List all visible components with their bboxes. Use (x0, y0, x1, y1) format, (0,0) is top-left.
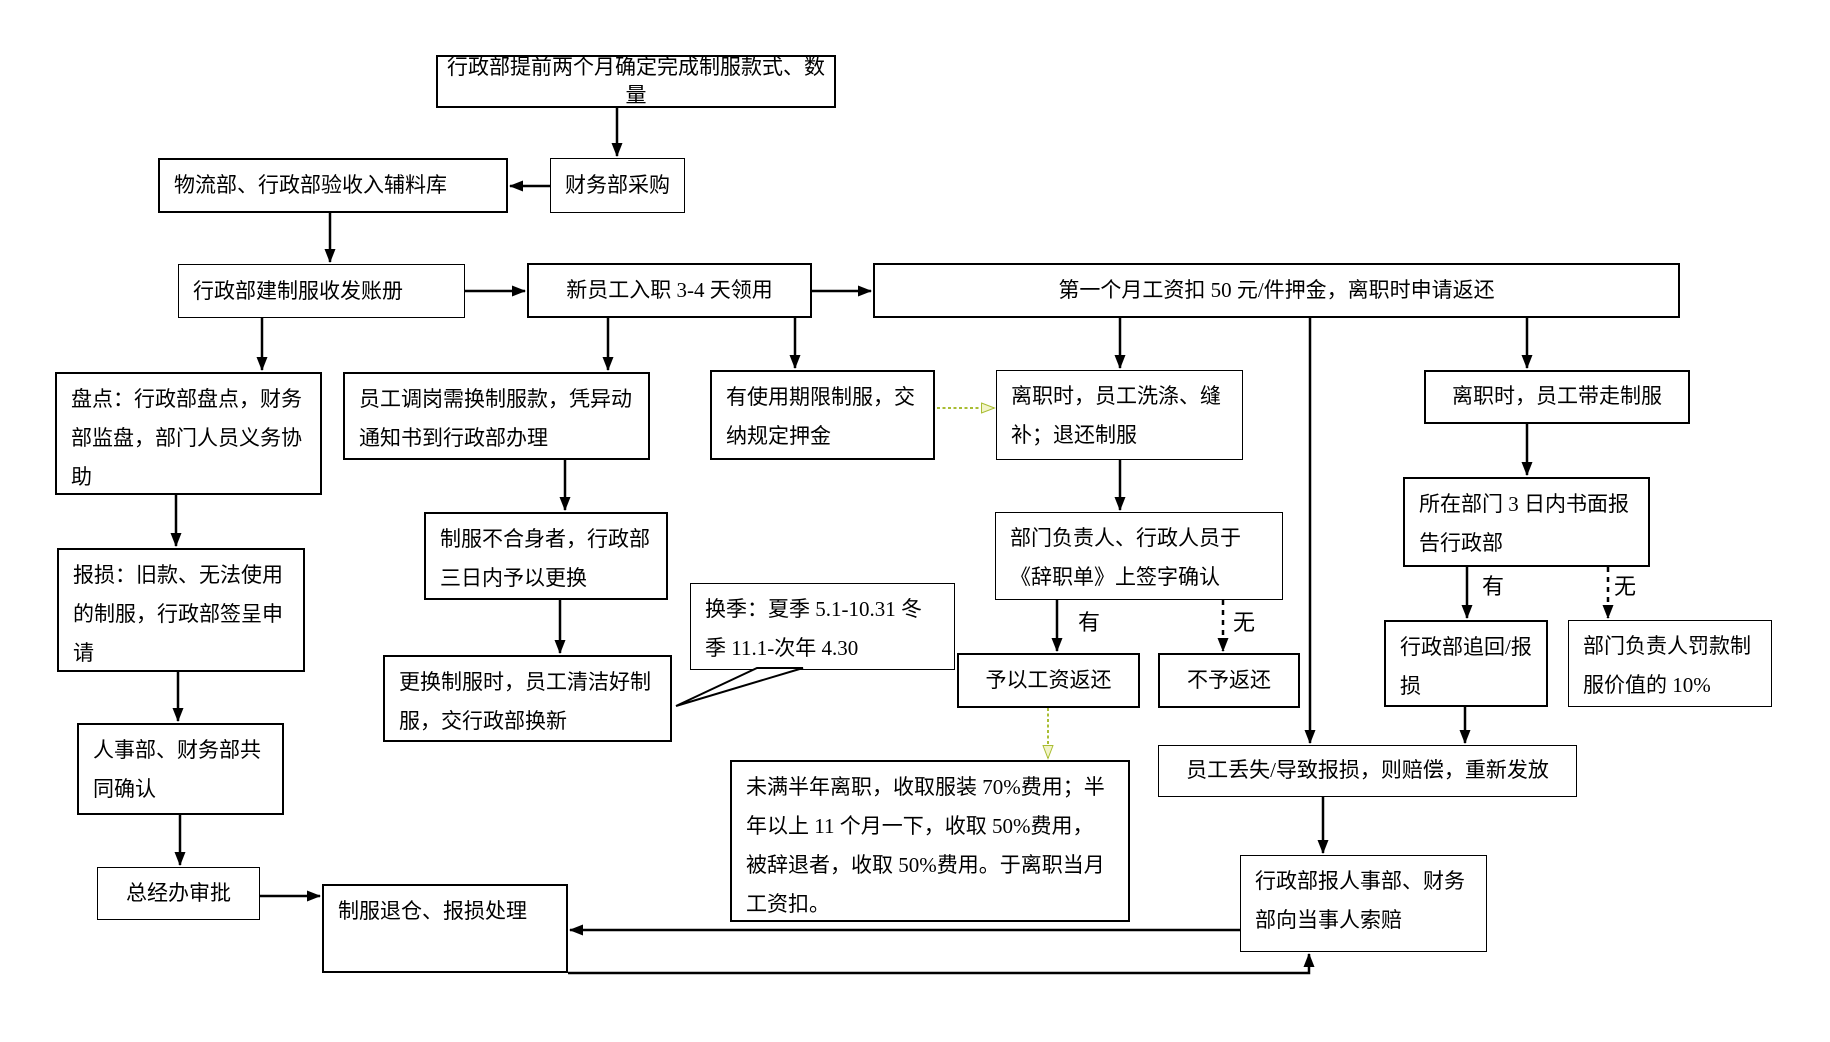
node-unfit: 制服不合身者，行政部三日内予以更换 (424, 512, 668, 600)
node-refund: 予以工资返还 (957, 653, 1140, 708)
node-deposit: 第一个月工资扣 50 元/件押金，离职时申请返还 (873, 263, 1680, 318)
node-limited-term: 有使用期限制服，交纳规定押金 (710, 370, 935, 460)
node-warehouse-in: 物流部、行政部验收入辅料库 (158, 158, 508, 213)
node-sign-confirm: 部门负责人、行政人员于《辞职单》上签字确认 (995, 512, 1283, 600)
node-confirm-style: 行政部提前两个月确定完成制服款式、数量 (436, 55, 836, 108)
node-recover: 行政部追回/报损 (1384, 620, 1548, 707)
node-report-3days: 所在部门 3 日内书面报告行政部 (1403, 477, 1650, 567)
node-lost-compensate: 员工丢失/导致报损，则赔偿，重新发放 (1158, 745, 1577, 797)
node-new-employee: 新员工入职 3-4 天领用 (527, 263, 812, 318)
node-fee-rule: 未满半年离职，收取服装 70%费用；半年以上 11 个月一下，收取 50%费用，… (730, 760, 1130, 922)
node-fine-10: 部门负责人罚款制服价值的 10% (1568, 620, 1772, 707)
node-gm-approve: 总经办审批 (97, 867, 260, 920)
node-ledger: 行政部建制服收发账册 (178, 264, 465, 318)
node-uniform-return: 制服退仓、报损处理 (322, 884, 568, 973)
node-purchase: 财务部采购 (550, 158, 685, 213)
node-damage-report: 报损：旧款、无法使用的制服，行政部签呈申请 (57, 548, 305, 672)
node-resign-wash: 离职时，员工洗涤、缝补；退还制服 (996, 370, 1243, 460)
branch-label-sign-yes: 有 (1078, 610, 1101, 635)
node-transfer: 员工调岗需换制服款，凭异动通知书到行政部办理 (343, 372, 650, 460)
branch-label-sign-no: 无 (1233, 610, 1256, 635)
node-take-away: 离职时，员工带走制服 (1424, 370, 1690, 424)
node-claim: 行政部报人事部、财务部向当事人索赔 (1240, 855, 1487, 952)
node-inventory: 盘点：行政部盘点，财务部监盘，部门人员义务协助 (55, 372, 322, 495)
node-hr-confirm: 人事部、财务部共同确认 (77, 723, 284, 815)
node-season-note-callout: 换季：夏季 5.1-10.31 冬季 11.1-次年 4.30 (690, 583, 955, 670)
branch-label-report-no: 无 (1614, 574, 1637, 599)
season-callout-tail (675, 667, 804, 707)
node-no-refund: 不予返还 (1158, 653, 1300, 708)
arrow-uniformreturn-to-claim (568, 953, 1315, 975)
branch-label-report-yes: 有 (1482, 574, 1505, 599)
node-replace-clean: 更换制服时，员工清洁好制服，交行政部换新 (383, 655, 672, 742)
